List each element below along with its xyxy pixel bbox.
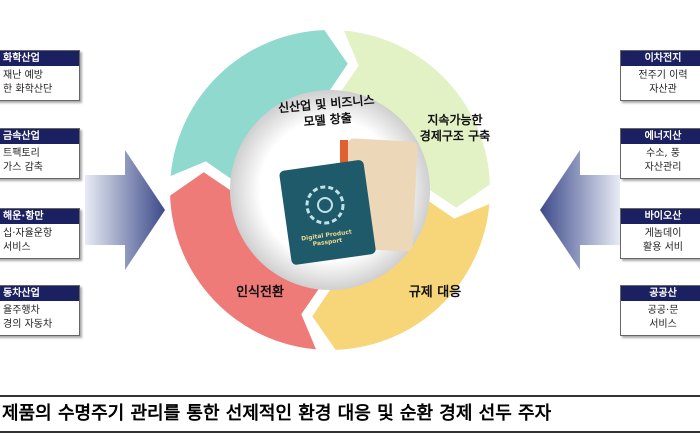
- segment-sustainable: [338, 30, 490, 208]
- segment-awareness-label: 인식전환: [236, 285, 284, 300]
- summary-banner: 제품의 수명주기 관리를 통한 선제적인 환경 대응 및 순환 경제 선두 주자: [0, 395, 700, 433]
- right-arrow: [540, 150, 620, 270]
- box-title: 해운·항만: [0, 209, 79, 224]
- segment-regulation: [312, 198, 490, 350]
- box-title: 화학산업: [0, 51, 79, 66]
- segment-regulation-label: 규제 대응: [408, 285, 462, 300]
- box-title: 금속산업: [0, 129, 79, 144]
- box-title: 이차전지: [621, 51, 700, 66]
- left-arrow: [85, 150, 165, 270]
- box-title: 공공산: [621, 286, 700, 301]
- segment-awareness: [170, 172, 322, 350]
- bookmark-tab: [340, 140, 348, 170]
- box-title: 바이오산: [621, 209, 700, 224]
- gear-icon: [305, 185, 345, 225]
- segment-new-business: [170, 30, 348, 182]
- box-title: 에너지산: [621, 129, 700, 144]
- box-title: 동차산업: [0, 286, 79, 301]
